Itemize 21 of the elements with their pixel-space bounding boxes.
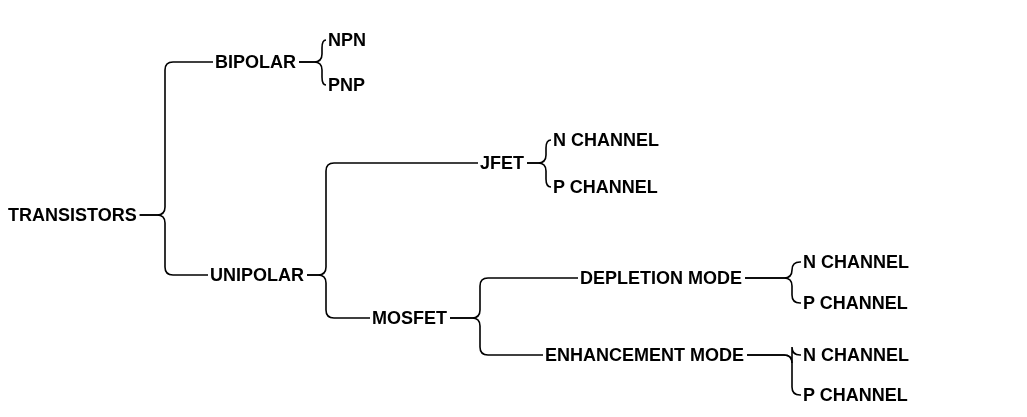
category-label: N CHANNEL [803,251,909,273]
category-label: PNP [328,74,365,96]
brace-line [449,317,544,356]
category-label: BIPOLAR [215,51,296,73]
category-label: P CHANNEL [553,176,658,198]
brace-line [526,162,552,188]
category-label: UNIPOLAR [210,264,304,286]
brace-line [138,214,209,276]
brace-line [298,61,327,86]
category-label: P CHANNEL [803,292,908,314]
brace-line [744,277,802,304]
category-label: P CHANNEL [803,384,908,406]
category-label: JFET [480,152,524,174]
category-label: MOSFET [372,307,447,329]
brace-line [306,274,371,319]
category-label: TRANSISTORS [8,204,137,226]
category-label: DEPLETION MODE [580,267,742,289]
category-label: ENHANCEMENT MODE [545,344,744,366]
category-label: NPN [328,29,366,51]
category-label: N CHANNEL [553,129,659,151]
category-label: N CHANNEL [803,344,909,366]
